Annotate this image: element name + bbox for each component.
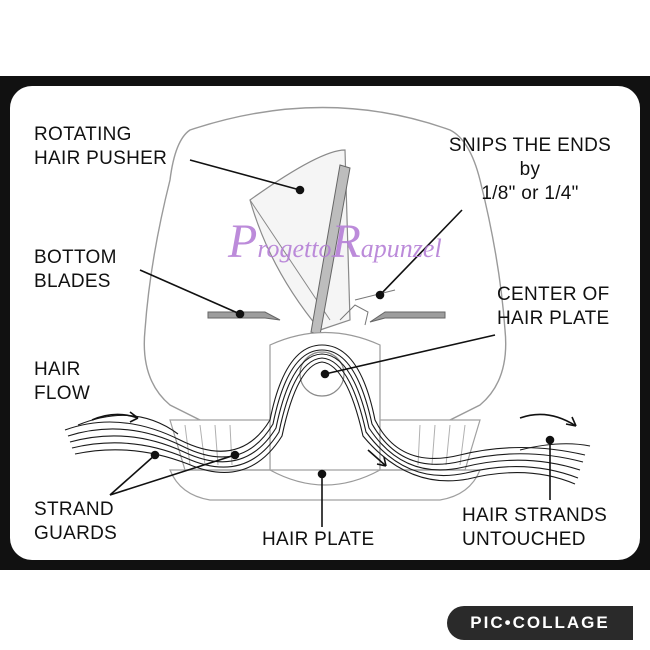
watermark-progetto-rapunzel: ProgettoRapunzel: [228, 215, 442, 268]
bottom-blade-right: [369, 311, 446, 323]
label-strand-guards: STRAND GUARDS: [34, 499, 118, 544]
label-hair-plate: HAIR PLATE: [262, 529, 375, 550]
flow-arrows: [91, 411, 577, 467]
pic-collage-badge: PIC•COLLAGE: [447, 606, 633, 640]
label-bottom-blades: BOTTOM BLADES: [34, 247, 117, 292]
leader-lines: [109, 159, 555, 527]
label-hair-strands-untouched: HAIR STRANDS UNTOUCHED: [462, 505, 608, 550]
bottom-blade-left: [207, 311, 281, 321]
label-snips-the-ends: SNIPS THE ENDS by 1/8" or 1/4": [448, 135, 612, 204]
label-rotating-hair-pusher: ROTATING HAIR PUSHER: [34, 124, 168, 169]
label-center-of-hair-plate: CENTER OF HAIR PLATE: [497, 284, 610, 329]
label-hair-flow: HAIR FLOW: [34, 359, 91, 404]
